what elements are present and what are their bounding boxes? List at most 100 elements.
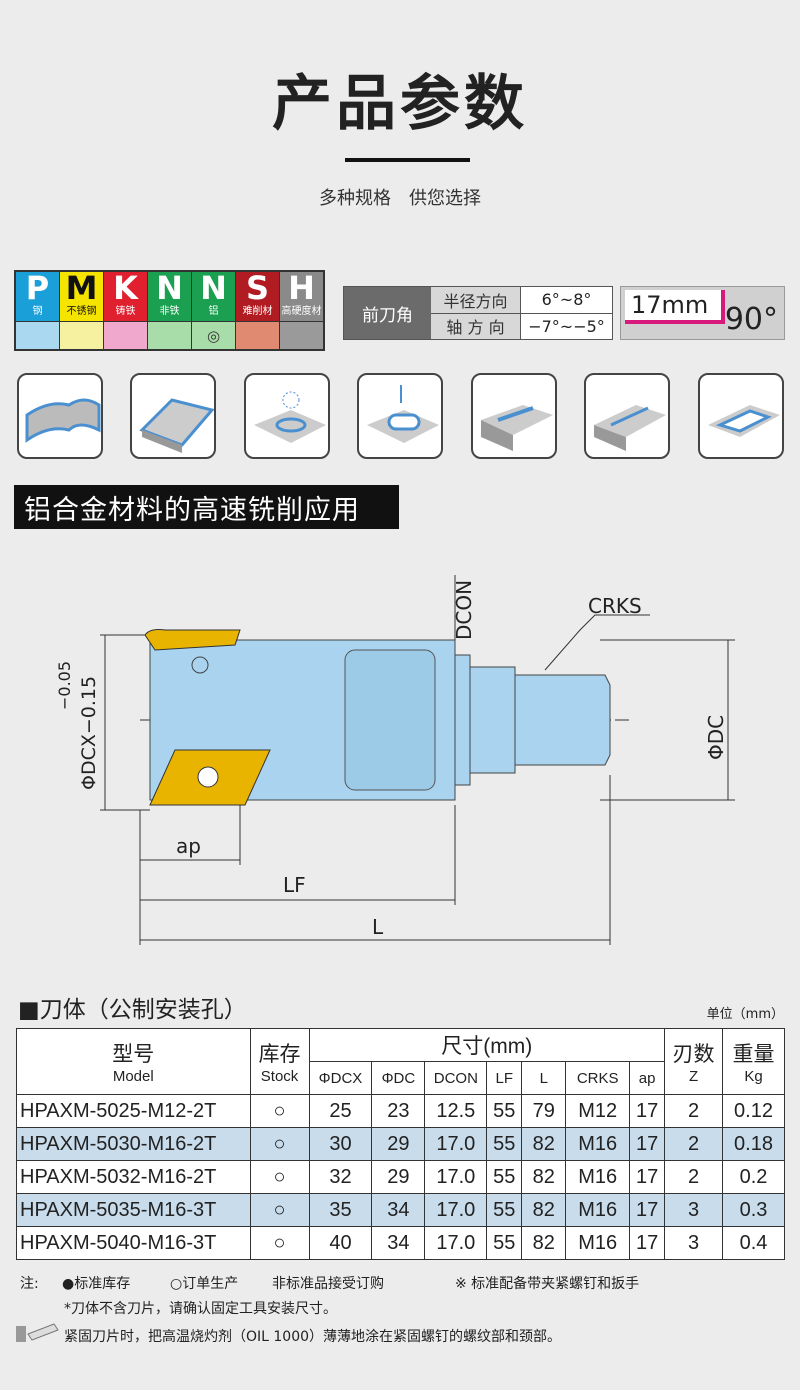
- table-cell: 55: [486, 1193, 523, 1227]
- material-suitability: [236, 322, 279, 349]
- table-cell: 0.2: [721, 1160, 786, 1194]
- tool-flat: [344, 649, 436, 791]
- application-face-milling-icon: [17, 373, 103, 459]
- table-cell: 55: [486, 1127, 523, 1161]
- table-cell: M16: [565, 1127, 631, 1161]
- table-cell: M16: [565, 1193, 631, 1227]
- rake-key: 轴 方 向: [431, 313, 521, 339]
- header-col: CRKS: [565, 1061, 631, 1095]
- table-cell: 34: [371, 1226, 426, 1260]
- material-letter: N: [156, 269, 183, 307]
- table-cell: 82: [521, 1160, 567, 1194]
- table-cell: 79: [521, 1094, 567, 1128]
- material-label: 钢: [32, 306, 43, 317]
- dcx-label: ΦDCX−0.15: [78, 675, 100, 790]
- table-cell: 29: [371, 1127, 426, 1161]
- header-col: ap: [629, 1061, 666, 1095]
- material-suitability: [280, 322, 323, 349]
- rake-label: 前刀角: [344, 287, 431, 339]
- material-letter: K: [113, 269, 138, 307]
- header-stock-zh: 库存: [258, 1043, 301, 1066]
- table-cell: HPAXM-5032-M16-2T: [16, 1160, 251, 1194]
- table-cell: 55: [486, 1094, 523, 1128]
- lead-angle: 90°: [724, 302, 778, 337]
- table-cell: 0.12: [721, 1094, 786, 1128]
- application-pocketing-icon: [698, 373, 784, 459]
- table-cell: ○: [249, 1193, 310, 1227]
- material-suitability: [16, 322, 59, 349]
- table-cell: 17.0: [424, 1226, 488, 1260]
- application-helical-icon: [244, 373, 330, 459]
- dc-label: ΦDC: [704, 714, 728, 760]
- table-cell: 55: [486, 1226, 523, 1260]
- table-cell: 40: [308, 1226, 373, 1260]
- tool-shank: [514, 674, 611, 766]
- material-label: 不锈钢: [66, 306, 97, 317]
- table-cell: 82: [521, 1127, 567, 1161]
- table-cell: 35: [308, 1193, 373, 1227]
- l-label: L: [372, 915, 384, 939]
- table-cell: ○: [249, 1160, 310, 1194]
- material-label: 非铁: [159, 306, 180, 317]
- angle-box: 17mm 90°: [620, 286, 785, 340]
- table-cell: HPAXM-5040-M16-3T: [16, 1226, 251, 1260]
- table-cell: 23: [371, 1094, 426, 1128]
- table-cell: ○: [249, 1094, 310, 1128]
- tool-collar: [469, 666, 516, 774]
- table-cell: 0.3: [721, 1193, 786, 1227]
- page-title: 产品参数: [272, 69, 528, 139]
- table-cell: 17: [629, 1160, 666, 1194]
- material-letter: H: [288, 269, 315, 307]
- material-suitability: ◎: [192, 322, 235, 349]
- material-label: 高硬度材: [281, 306, 322, 317]
- lf-label: LF: [283, 873, 306, 897]
- material-label: 铸铁: [115, 306, 136, 317]
- table-cell: 0.4: [721, 1226, 786, 1260]
- material-suitability: [104, 322, 147, 349]
- table-cell: 2: [664, 1094, 723, 1128]
- header-model-zh: 型号: [112, 1043, 155, 1066]
- application-grooving-icon: [584, 373, 670, 459]
- table-cell: ○: [249, 1226, 310, 1260]
- crks-label: CRKS: [588, 594, 642, 618]
- insert-screw-icon: [197, 766, 219, 788]
- ap-label: ap: [176, 834, 201, 858]
- note-accessories: ※ 标准配备带夹紧螺钉和扳手: [455, 1276, 640, 1292]
- subtitle: 多种规格 供您选择: [319, 188, 481, 209]
- material-letter: S: [245, 269, 270, 307]
- header-col: DCON: [424, 1061, 488, 1095]
- table-cell: M16: [565, 1226, 631, 1260]
- material-label: 难削材: [242, 306, 273, 317]
- table-cell: 82: [521, 1193, 567, 1227]
- table-cell: M16: [565, 1160, 631, 1194]
- insert-top: [144, 629, 241, 651]
- table-cell: 82: [521, 1226, 567, 1260]
- material-label: 铝: [208, 306, 219, 317]
- table-cell: 29: [371, 1160, 426, 1194]
- table-cell: 55: [486, 1160, 523, 1194]
- table-cell: 17: [629, 1094, 666, 1128]
- rake-value: 6°~8°: [541, 290, 592, 310]
- note-label: 注:: [20, 1276, 39, 1292]
- table-cell: 17.0: [424, 1127, 488, 1161]
- header-kg-zh: 重量: [732, 1043, 775, 1066]
- table-cell: 2: [664, 1160, 723, 1194]
- header-col: ΦDC: [371, 1061, 426, 1095]
- note-lubricant: 紧固刀片时，把高温烧灼剂（OIL 1000）薄薄地涂在紧固螺钉的螺纹部和颈部。: [64, 1329, 562, 1345]
